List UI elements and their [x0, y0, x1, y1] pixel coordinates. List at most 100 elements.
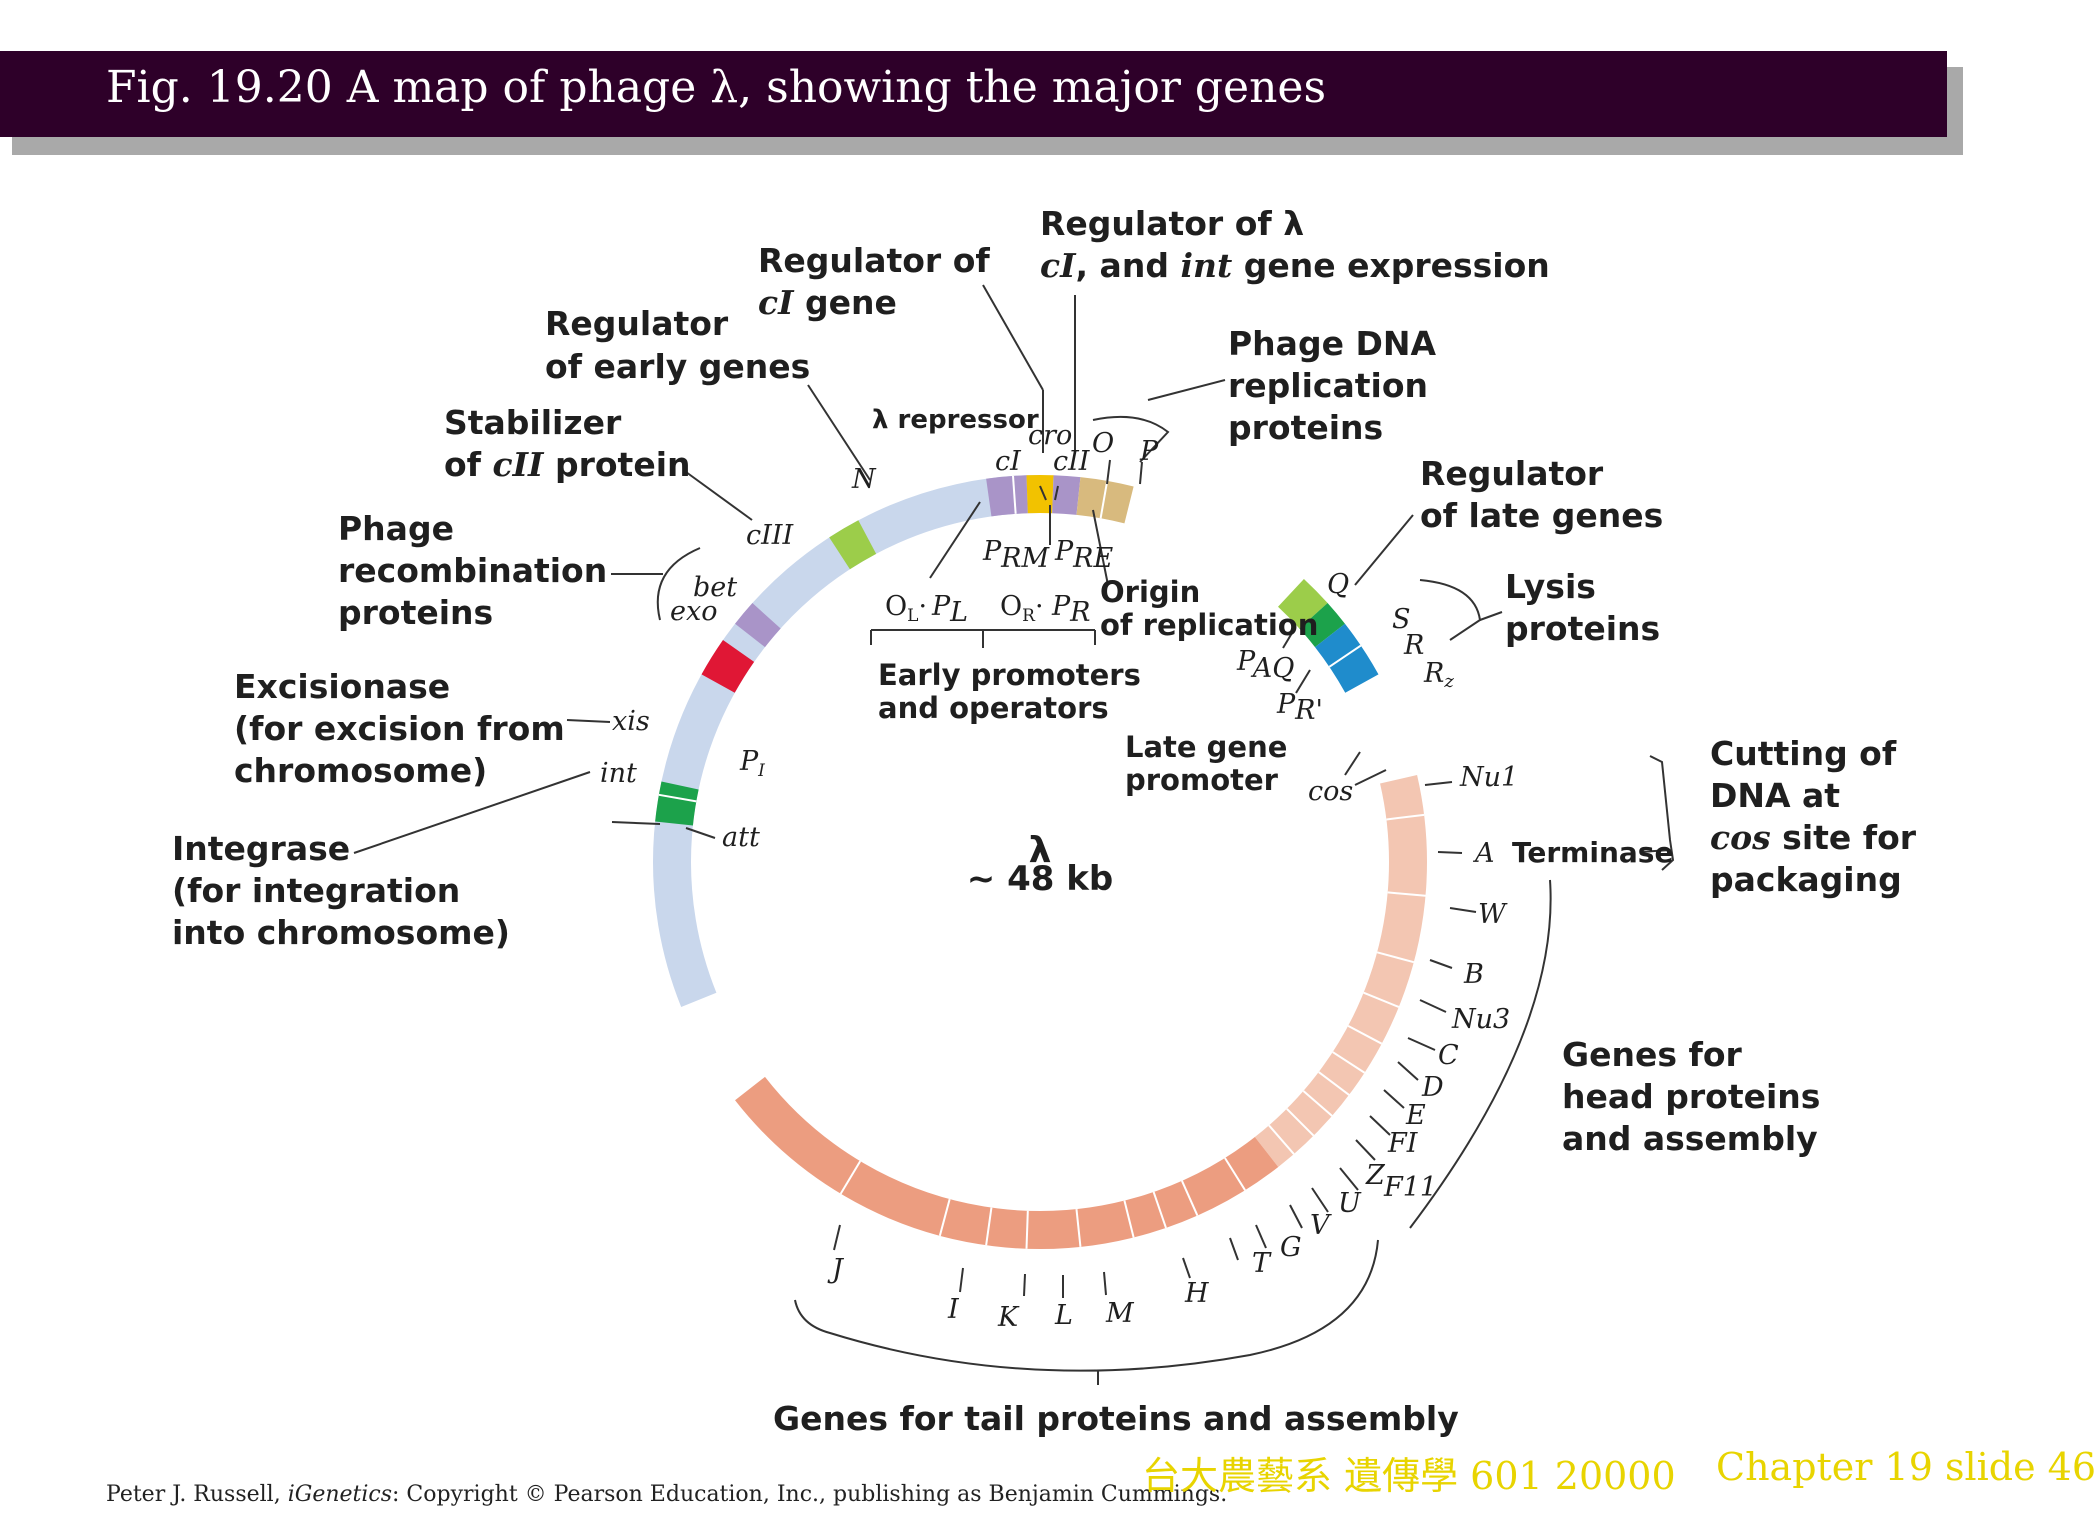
segment-divider — [1025, 1210, 1029, 1249]
gene-S: S — [1392, 604, 1411, 635]
gene-cI: cI — [995, 446, 1022, 477]
label-regulator-early: Regulator — [545, 304, 729, 343]
label-replication-2: replication — [1228, 366, 1428, 405]
label-integrase: Integrase — [172, 829, 350, 868]
segment-divider — [1387, 891, 1426, 897]
label-late-promoter-2: promoter — [1125, 763, 1279, 797]
gene-Q: Q — [1327, 569, 1349, 600]
gene-T: T — [1252, 1248, 1272, 1279]
chapter-slide-label: Chapter 19 slide 46 — [1716, 1445, 2096, 1489]
segment-divider — [1347, 1024, 1383, 1045]
label-cutting: Cutting of — [1710, 734, 1897, 773]
segment-divider — [1318, 1071, 1350, 1096]
promoter-PR: PR — [1051, 591, 1091, 628]
function-labels: Regulator of λ cI, and int gene expressi… — [172, 204, 1917, 1438]
label-lysis: Lysis — [1505, 567, 1596, 606]
segment-cII — [1052, 475, 1081, 515]
label-excisionase-3: chromosome) — [234, 751, 487, 790]
segment-divider — [1386, 813, 1425, 821]
slide-title: Fig. 19.20 A map of phage λ, showing the… — [106, 62, 1327, 113]
segment-cI — [986, 475, 1029, 517]
label-stabilizer-2: of cII protein — [444, 445, 691, 484]
label-lysis-2: proteins — [1505, 609, 1660, 648]
gene-cII: cII — [1053, 446, 1091, 477]
segment-dividers — [658, 475, 1426, 1249]
gene-U: U — [1338, 1188, 1362, 1219]
label-excisionase-2: (for excision from — [234, 709, 565, 748]
segment-divider — [658, 793, 697, 803]
label-early-promoters: Early promoters — [878, 658, 1141, 692]
gene-bet: bet — [693, 572, 737, 603]
label-repressor: λ repressor — [872, 405, 1039, 435]
promoter-PRE: PRE — [1054, 536, 1114, 574]
segment-divider — [1181, 1180, 1199, 1216]
gene-R: R — [1403, 630, 1424, 661]
copyright-credit: Peter J. Russell, iGenetics: Copyright ©… — [106, 1482, 1228, 1507]
segment-bet-exo — [701, 640, 755, 693]
label-origin: Origin — [1100, 575, 1200, 609]
label-head-genes: Genes for — [1562, 1035, 1743, 1074]
label-stabilizer: Stabilizer — [444, 403, 622, 442]
label-regulator-lambda: Regulator of λ — [1040, 204, 1304, 243]
site-cos: cos — [1308, 776, 1353, 807]
segment-divider — [1224, 1157, 1246, 1191]
promoter-PAQ: PAQ — [1236, 646, 1294, 684]
gene-D: D — [1421, 1072, 1444, 1103]
gene-J: J — [827, 1254, 845, 1285]
gene-cIII: cIII — [746, 520, 794, 551]
label-late-regulator: Regulator — [1420, 454, 1604, 493]
segment-divider — [1099, 480, 1109, 519]
segment-tail-genes — [735, 1076, 1279, 1249]
label-late-promoter: Late gene — [1125, 730, 1287, 764]
segment-divider — [1075, 1208, 1082, 1247]
gene-L: L — [1054, 1300, 1073, 1331]
gene-E: E — [1405, 1100, 1426, 1131]
ring-base-left — [653, 475, 1041, 1007]
segment-divider — [1123, 1200, 1135, 1238]
label-regulator-early-2: of early genes — [545, 347, 810, 386]
segment-divider — [1363, 991, 1400, 1008]
gene-I: I — [947, 1294, 960, 1325]
label-regulator-lambda-2: cI, and int gene expression — [1040, 246, 1550, 285]
label-head-genes-3: and assembly — [1562, 1119, 1818, 1158]
gene-H: H — [1184, 1278, 1209, 1309]
label-integrase-3: into chromosome) — [172, 913, 510, 952]
gene-N: N — [851, 464, 877, 495]
label-cutting-2: DNA at — [1710, 776, 1840, 815]
gene-P: P — [1139, 436, 1159, 467]
label-regulator-ci-2: cI gene — [758, 283, 897, 322]
label-recombination: Phage — [338, 509, 454, 548]
segment-divider — [1152, 1191, 1167, 1229]
genome-ring — [653, 475, 1427, 1249]
promoter-PR-prime: PR' — [1276, 689, 1323, 726]
label-cutting-4: packaging — [1710, 860, 1902, 899]
gene-O: O — [1092, 428, 1114, 459]
segment-Q — [1277, 578, 1328, 629]
segment-N — [829, 520, 877, 570]
segment-divider — [1328, 644, 1362, 668]
gene-FI: FI — [1387, 1128, 1419, 1159]
gene-FII: F11 — [1383, 1172, 1437, 1203]
segment-head-genes — [1254, 774, 1427, 1167]
gene-V: V — [1310, 1210, 1332, 1241]
center-genome-size: ~ 48 kb — [967, 859, 1113, 899]
segment-xis-int — [655, 781, 699, 826]
site-att: att — [722, 822, 760, 853]
phage-lambda-map: Regulator of λ cI, and int gene expressi… — [172, 204, 1917, 1438]
operator-OL: OL· — [885, 591, 927, 626]
label-integrase-2: (for integration — [172, 871, 460, 910]
label-terminase: Terminase — [1512, 836, 1673, 869]
label-replication-3: proteins — [1228, 408, 1383, 447]
gene-Nu3: Nu3 — [1451, 1004, 1510, 1035]
label-head-genes-2: head proteins — [1562, 1077, 1820, 1116]
promoter-PI: PI — [739, 746, 765, 781]
gene-xis: xis — [612, 706, 650, 737]
segment-cIII — [735, 603, 781, 648]
gene-labels: N cI cro cII O P cIII bet exo xis int at… — [600, 420, 1518, 1333]
promoter-labels: PRM PRE OL· PL OR· PR PAQ PR' PI — [739, 536, 1323, 781]
label-late-regulator-2: of late genes — [1420, 496, 1663, 535]
segment-divider — [1268, 1124, 1295, 1155]
promoter-PRM: PRM — [982, 536, 1051, 574]
gene-B: B — [1463, 959, 1484, 990]
gene-Z: Z — [1365, 1160, 1386, 1191]
